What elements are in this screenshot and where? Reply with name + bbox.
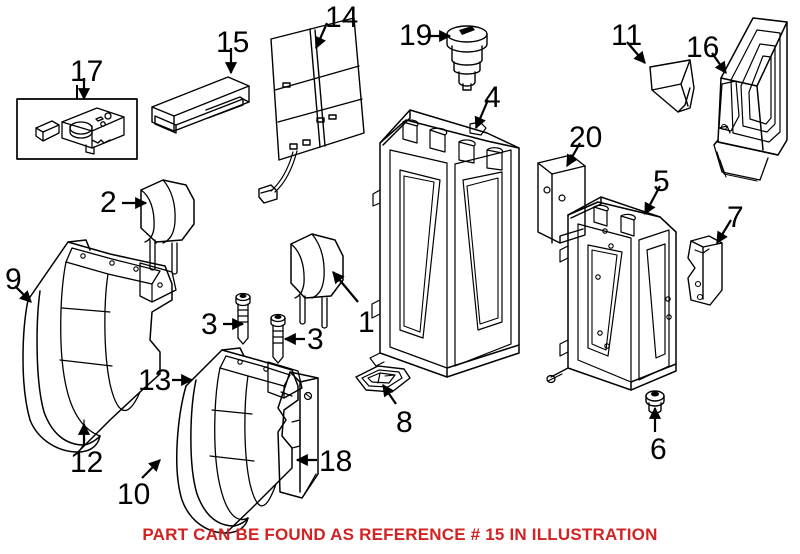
callout-16[interactable]: 16	[686, 31, 720, 64]
part-5-seat-back-frame-right	[546, 196, 677, 391]
part-3-guide-bolt-2	[270, 313, 286, 364]
leader-line-7	[716, 219, 732, 245]
part-17-latch-assembly	[16, 98, 138, 160]
callout-14[interactable]: 14	[325, 1, 359, 34]
callout-3[interactable]: 3	[201, 308, 218, 341]
part-20-trim-panel	[537, 154, 586, 244]
part-16-ski-pass-armrest	[713, 17, 788, 182]
part-11-trim-cap	[649, 59, 695, 113]
callout-3[interactable]: 3	[307, 323, 324, 356]
callout-7[interactable]: 7	[727, 201, 744, 234]
callout-9[interactable]: 9	[5, 263, 22, 296]
leader-line-14	[314, 22, 329, 50]
callout-12[interactable]: 12	[70, 446, 104, 479]
callout-17[interactable]: 17	[70, 55, 104, 88]
callout-1[interactable]: 1	[358, 306, 375, 339]
callout-20[interactable]: 20	[569, 121, 603, 154]
callout-6[interactable]: 6	[650, 433, 667, 466]
callout-5[interactable]: 5	[653, 165, 670, 198]
part-13-10-seat-back-right	[176, 347, 303, 534]
callout-8[interactable]: 8	[396, 406, 413, 439]
callout-4[interactable]: 4	[484, 81, 501, 114]
leader-line-11	[626, 41, 646, 64]
leader-line-4	[474, 99, 490, 130]
callout-2[interactable]: 2	[100, 186, 117, 219]
leader-line-5	[644, 185, 661, 216]
part-15-armrest-pad	[151, 76, 250, 134]
leader-line-10	[141, 459, 161, 479]
leader-line-1	[332, 271, 359, 303]
leader-line-20	[566, 142, 581, 168]
leader-line-8	[382, 384, 397, 405]
callout-10[interactable]: 10	[117, 478, 151, 511]
reference-note: PART CAN BE FOUND AS REFERENCE # 15 IN I…	[142, 525, 658, 544]
callout-15[interactable]: 15	[216, 26, 250, 59]
callout-19[interactable]: 19	[399, 19, 433, 52]
leader-line-9	[14, 285, 32, 303]
callout-13[interactable]: 13	[138, 364, 172, 397]
part-7-hinge-bracket	[687, 235, 723, 306]
callout-leader-lines	[14, 22, 732, 479]
part-4-seat-back-frame-left	[369, 109, 520, 378]
callout-18[interactable]: 18	[319, 445, 353, 478]
callout-11[interactable]: 11	[611, 19, 643, 52]
part-8-release-handle-bezel	[355, 365, 411, 393]
leader-line-16	[711, 52, 727, 74]
